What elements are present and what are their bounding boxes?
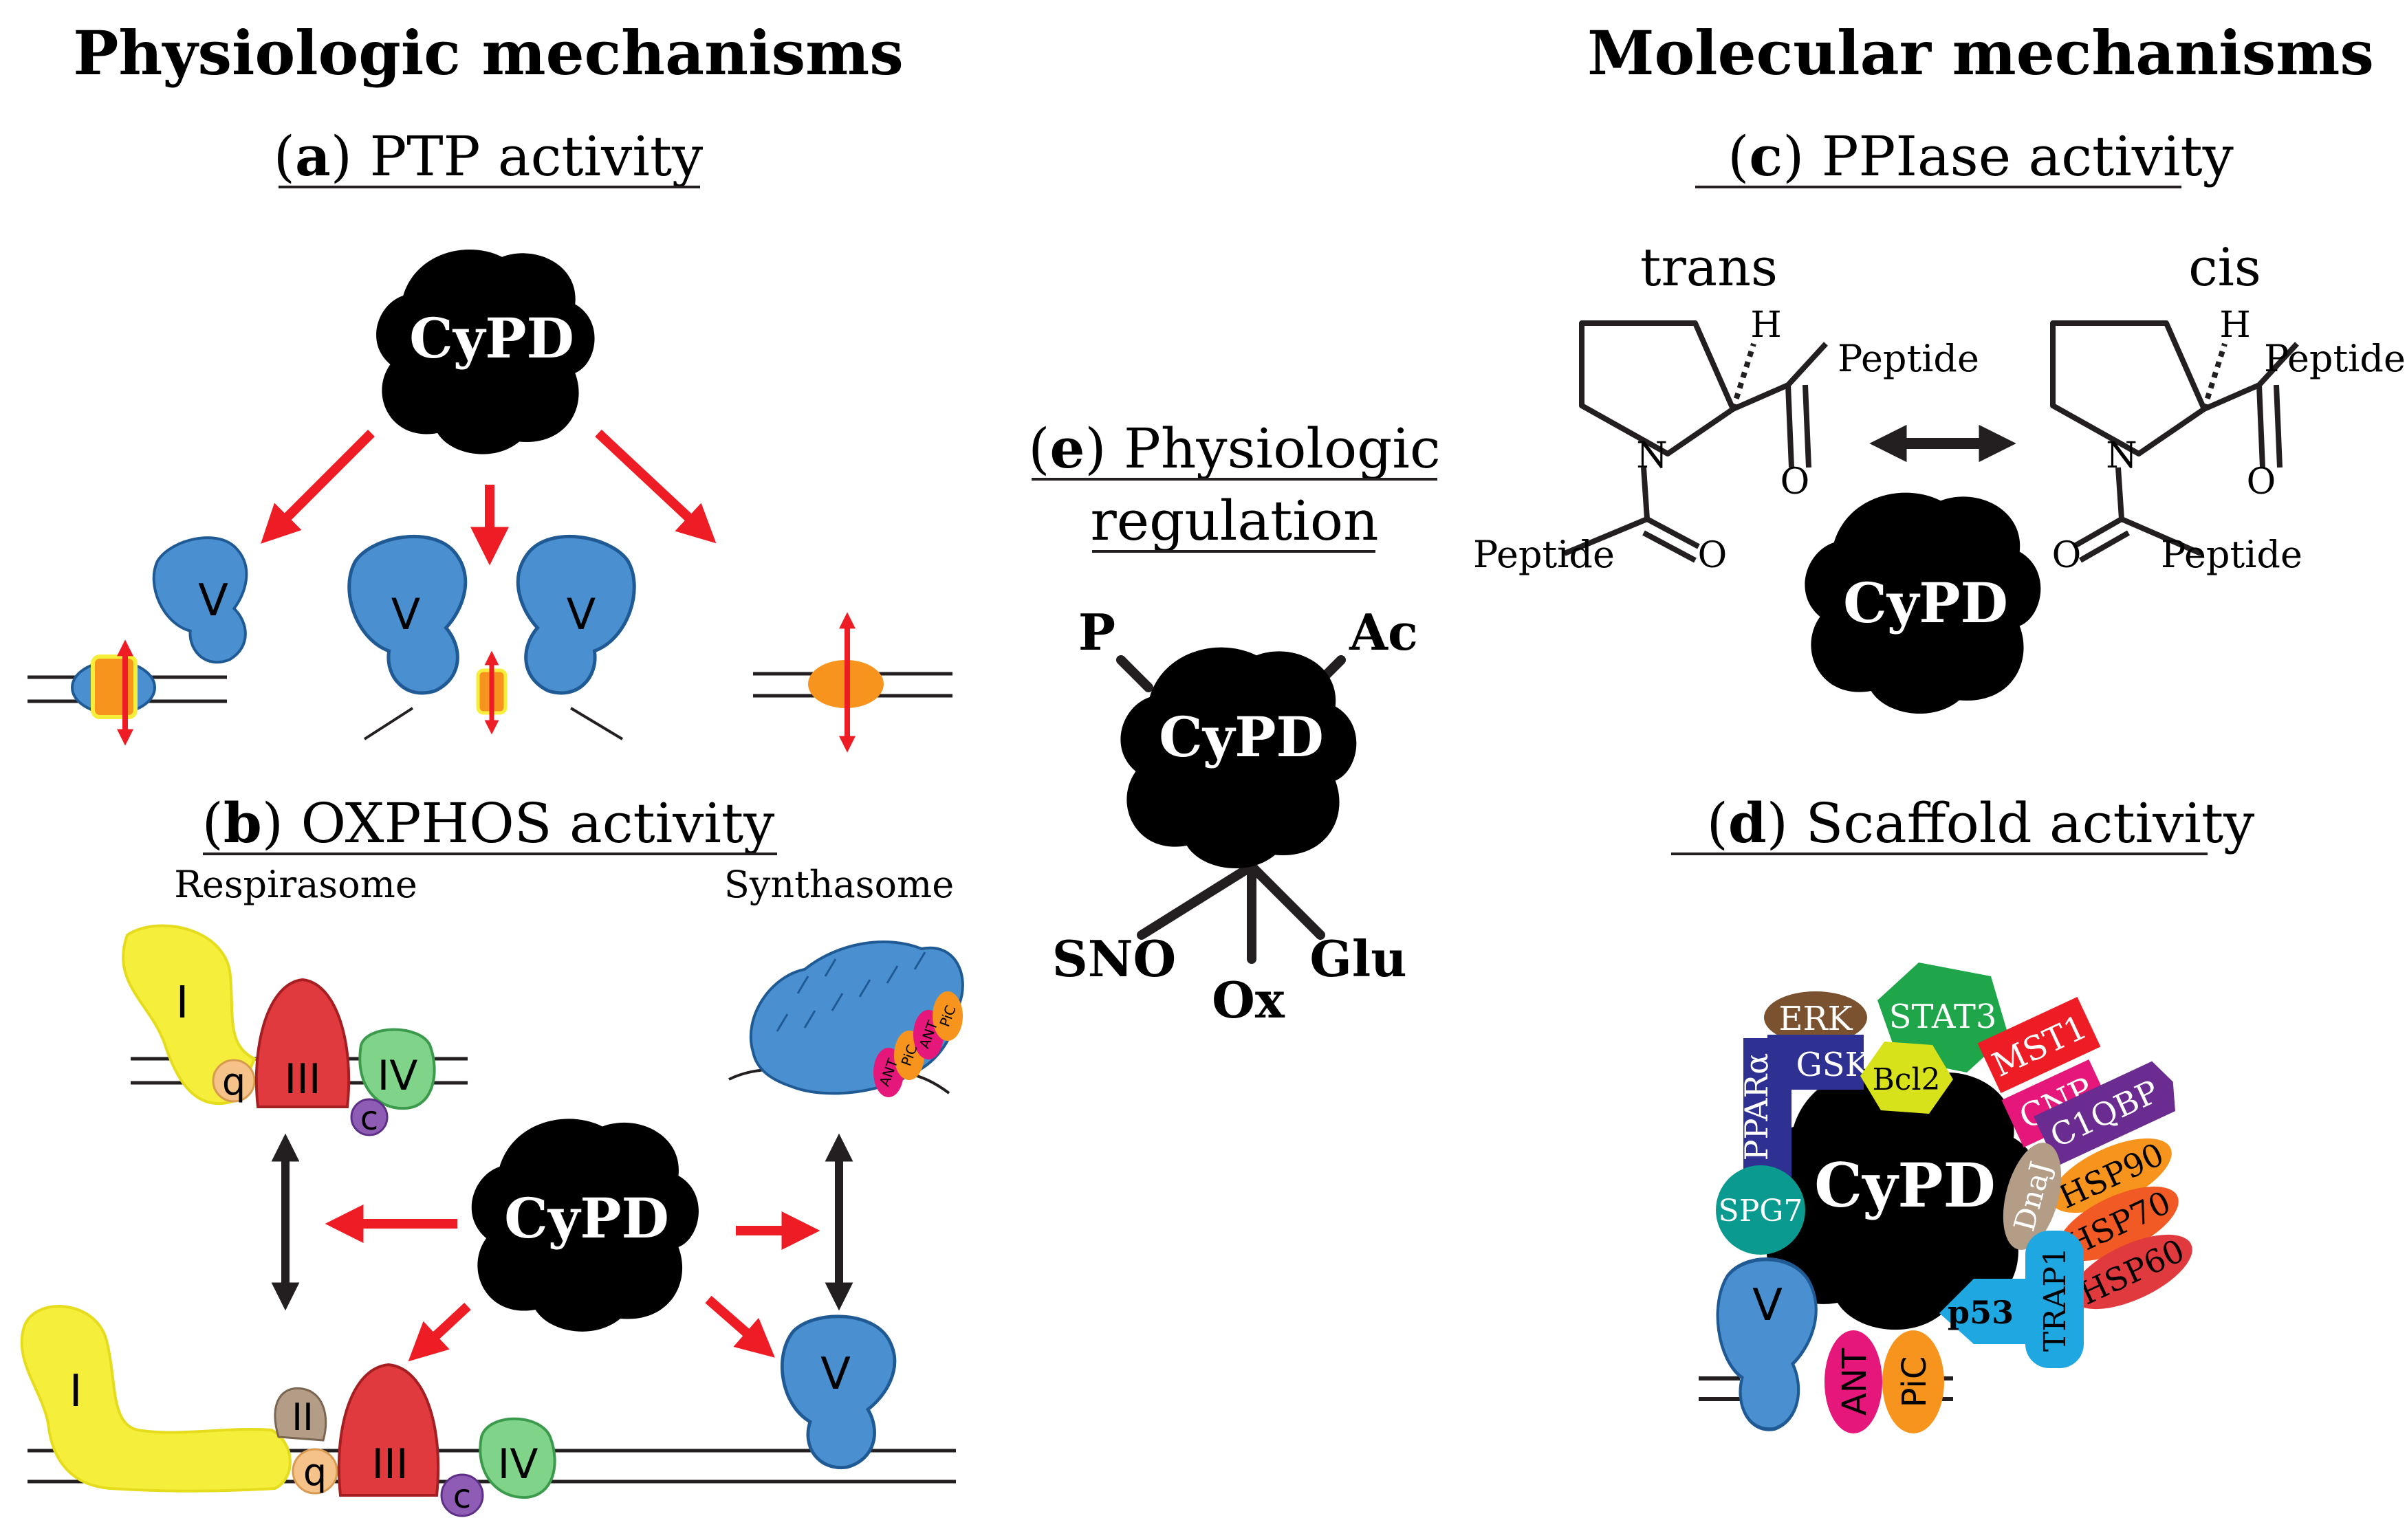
- cypd-label-d: CyPD: [1814, 1150, 1996, 1221]
- trans-peptide-2: Peptide: [1473, 533, 1615, 576]
- partner-bcl2-label: Bcl2: [1872, 1062, 1940, 1097]
- partner-spg7-label: SPG7: [1719, 1194, 1803, 1229]
- partner-trap1-label: TRAP1: [2038, 1247, 2073, 1352]
- partner-ppara-label: PPARα: [1738, 1053, 1775, 1161]
- arrow-a-right: [595, 429, 717, 544]
- cis-o-2: O: [2052, 535, 2082, 576]
- partner-stat3-label: STAT3: [1889, 998, 1997, 1036]
- partner-pic: [1882, 1330, 1944, 1433]
- trans-molecule: [1563, 320, 1828, 563]
- partner-spg7: [1716, 1165, 1805, 1255]
- partner-erk: [1764, 991, 1867, 1044]
- trans-o-1: O: [1780, 461, 1810, 503]
- trans-label: trans: [1640, 236, 1778, 298]
- cis-peptide-1: Peptide: [2264, 337, 2406, 380]
- cytc-label-top: c: [360, 1099, 378, 1138]
- partner-erk-label: ERK: [1778, 1000, 1853, 1038]
- arrow-b-bottom-right: [705, 1295, 775, 1358]
- q-label-top: q: [222, 1060, 246, 1103]
- complex-iii-top: [254, 978, 351, 1108]
- q-top: [212, 1059, 256, 1103]
- synthasome-cluster: [749, 940, 964, 1097]
- complex-v-label-bottom: V: [820, 1349, 851, 1400]
- cis-peptide-2: Peptide: [2161, 533, 2302, 576]
- panel-e-title-line2: regulation: [1090, 489, 1378, 553]
- mark-oxidation: Ox: [1212, 971, 1285, 1029]
- complex-iv-label-bottom: IV: [498, 1440, 538, 1488]
- mark-acetylation: Ac: [1349, 603, 1418, 661]
- complex-ii-label-bottom: II: [292, 1396, 314, 1439]
- q-label-bottom: q: [303, 1451, 327, 1494]
- trans-o-2: O: [1698, 535, 1728, 576]
- header-physiologic: Physiologic mechanisms: [73, 17, 904, 89]
- complex-iv-bottom: [479, 1417, 556, 1499]
- panel-d-title: (d) Scaffold activity: [1707, 791, 2255, 855]
- partner-ant: [1825, 1330, 1882, 1433]
- mark-glutathionylation: Glu: [1309, 930, 1406, 988]
- partner-trap1: [2025, 1231, 2084, 1368]
- complex-iii-label-top: III: [284, 1055, 320, 1103]
- header-molecular: Molecular mechanisms: [1587, 17, 2374, 89]
- partner-p53-label: p53: [1948, 1294, 2014, 1331]
- mark-phosphorylation: P: [1078, 603, 1115, 661]
- q-bottom: [292, 1448, 338, 1495]
- complex-iii-label-bottom: III: [371, 1440, 408, 1488]
- partner-gsk-label: GSK: [1796, 1046, 1870, 1084]
- cypd-label-a: CyPD: [409, 306, 574, 371]
- complex-v-label-a-dimer-right: V: [567, 589, 596, 639]
- arrow-b-bottom-left: [408, 1302, 471, 1362]
- panel-c-title: (c) PPIase activity: [1728, 124, 2234, 188]
- complex-i-label-bottom: I: [69, 1366, 83, 1417]
- complex-ii-bottom: [274, 1387, 327, 1442]
- complex-i-bottom: [20, 1305, 292, 1493]
- cis-label: cis: [2188, 236, 2261, 298]
- trans-n: N: [1636, 435, 1668, 476]
- cis-o-1: O: [2247, 461, 2276, 503]
- mark-s-nitrosylation: SNO: [1052, 930, 1177, 988]
- panel-b-title: (b) OXPHOS activity: [202, 791, 775, 855]
- cypd-label-e: CyPD: [1159, 705, 1324, 769]
- partner-dnaj: DnaJ: [2003, 1143, 2062, 1250]
- partner-bcl2: [1860, 1042, 1953, 1114]
- partner-ant-label: ANT: [1836, 1348, 1874, 1416]
- cis-molecule: [2050, 320, 2299, 563]
- arrow-a-left: [261, 430, 375, 544]
- cypd-label-c: CyPD: [1843, 571, 2008, 635]
- respirasome-label: Respirasome: [174, 863, 417, 906]
- complex-iv-top: [358, 1028, 436, 1110]
- membrane-a-middle: [363, 707, 624, 740]
- panel-a-title: (a) PTP activity: [274, 124, 704, 188]
- cypd-label-b: CyPD: [504, 1186, 669, 1251]
- complex-i-label-top: I: [176, 978, 189, 1028]
- cytc-top: [350, 1098, 389, 1136]
- complex-v-label-a-left: V: [198, 575, 228, 626]
- complex-iv-label-top: IV: [378, 1052, 418, 1100]
- complex-v-label-a-dimer-left: V: [391, 589, 420, 639]
- synthasome-label: Synthasome: [724, 863, 954, 906]
- partner-p53: [1939, 1279, 2036, 1344]
- panel-e-title-line1: (e) Physiologic: [1028, 416, 1440, 481]
- partner-complex-v-label: V: [1752, 1280, 1783, 1331]
- trans-peptide-1: Peptide: [1838, 337, 1979, 380]
- cis-h: H: [2219, 305, 2250, 346]
- cytc-label-bottom: c: [453, 1477, 471, 1516]
- cis-n: N: [2106, 435, 2137, 476]
- cytc-bottom: [440, 1473, 484, 1517]
- pore-a-left: [91, 654, 138, 719]
- regulation-stems: [1116, 655, 1346, 964]
- partner-pic-label: PiC: [1895, 1356, 1934, 1408]
- trans-h: H: [1750, 305, 1781, 346]
- complex-iii-bottom: [337, 1363, 440, 1497]
